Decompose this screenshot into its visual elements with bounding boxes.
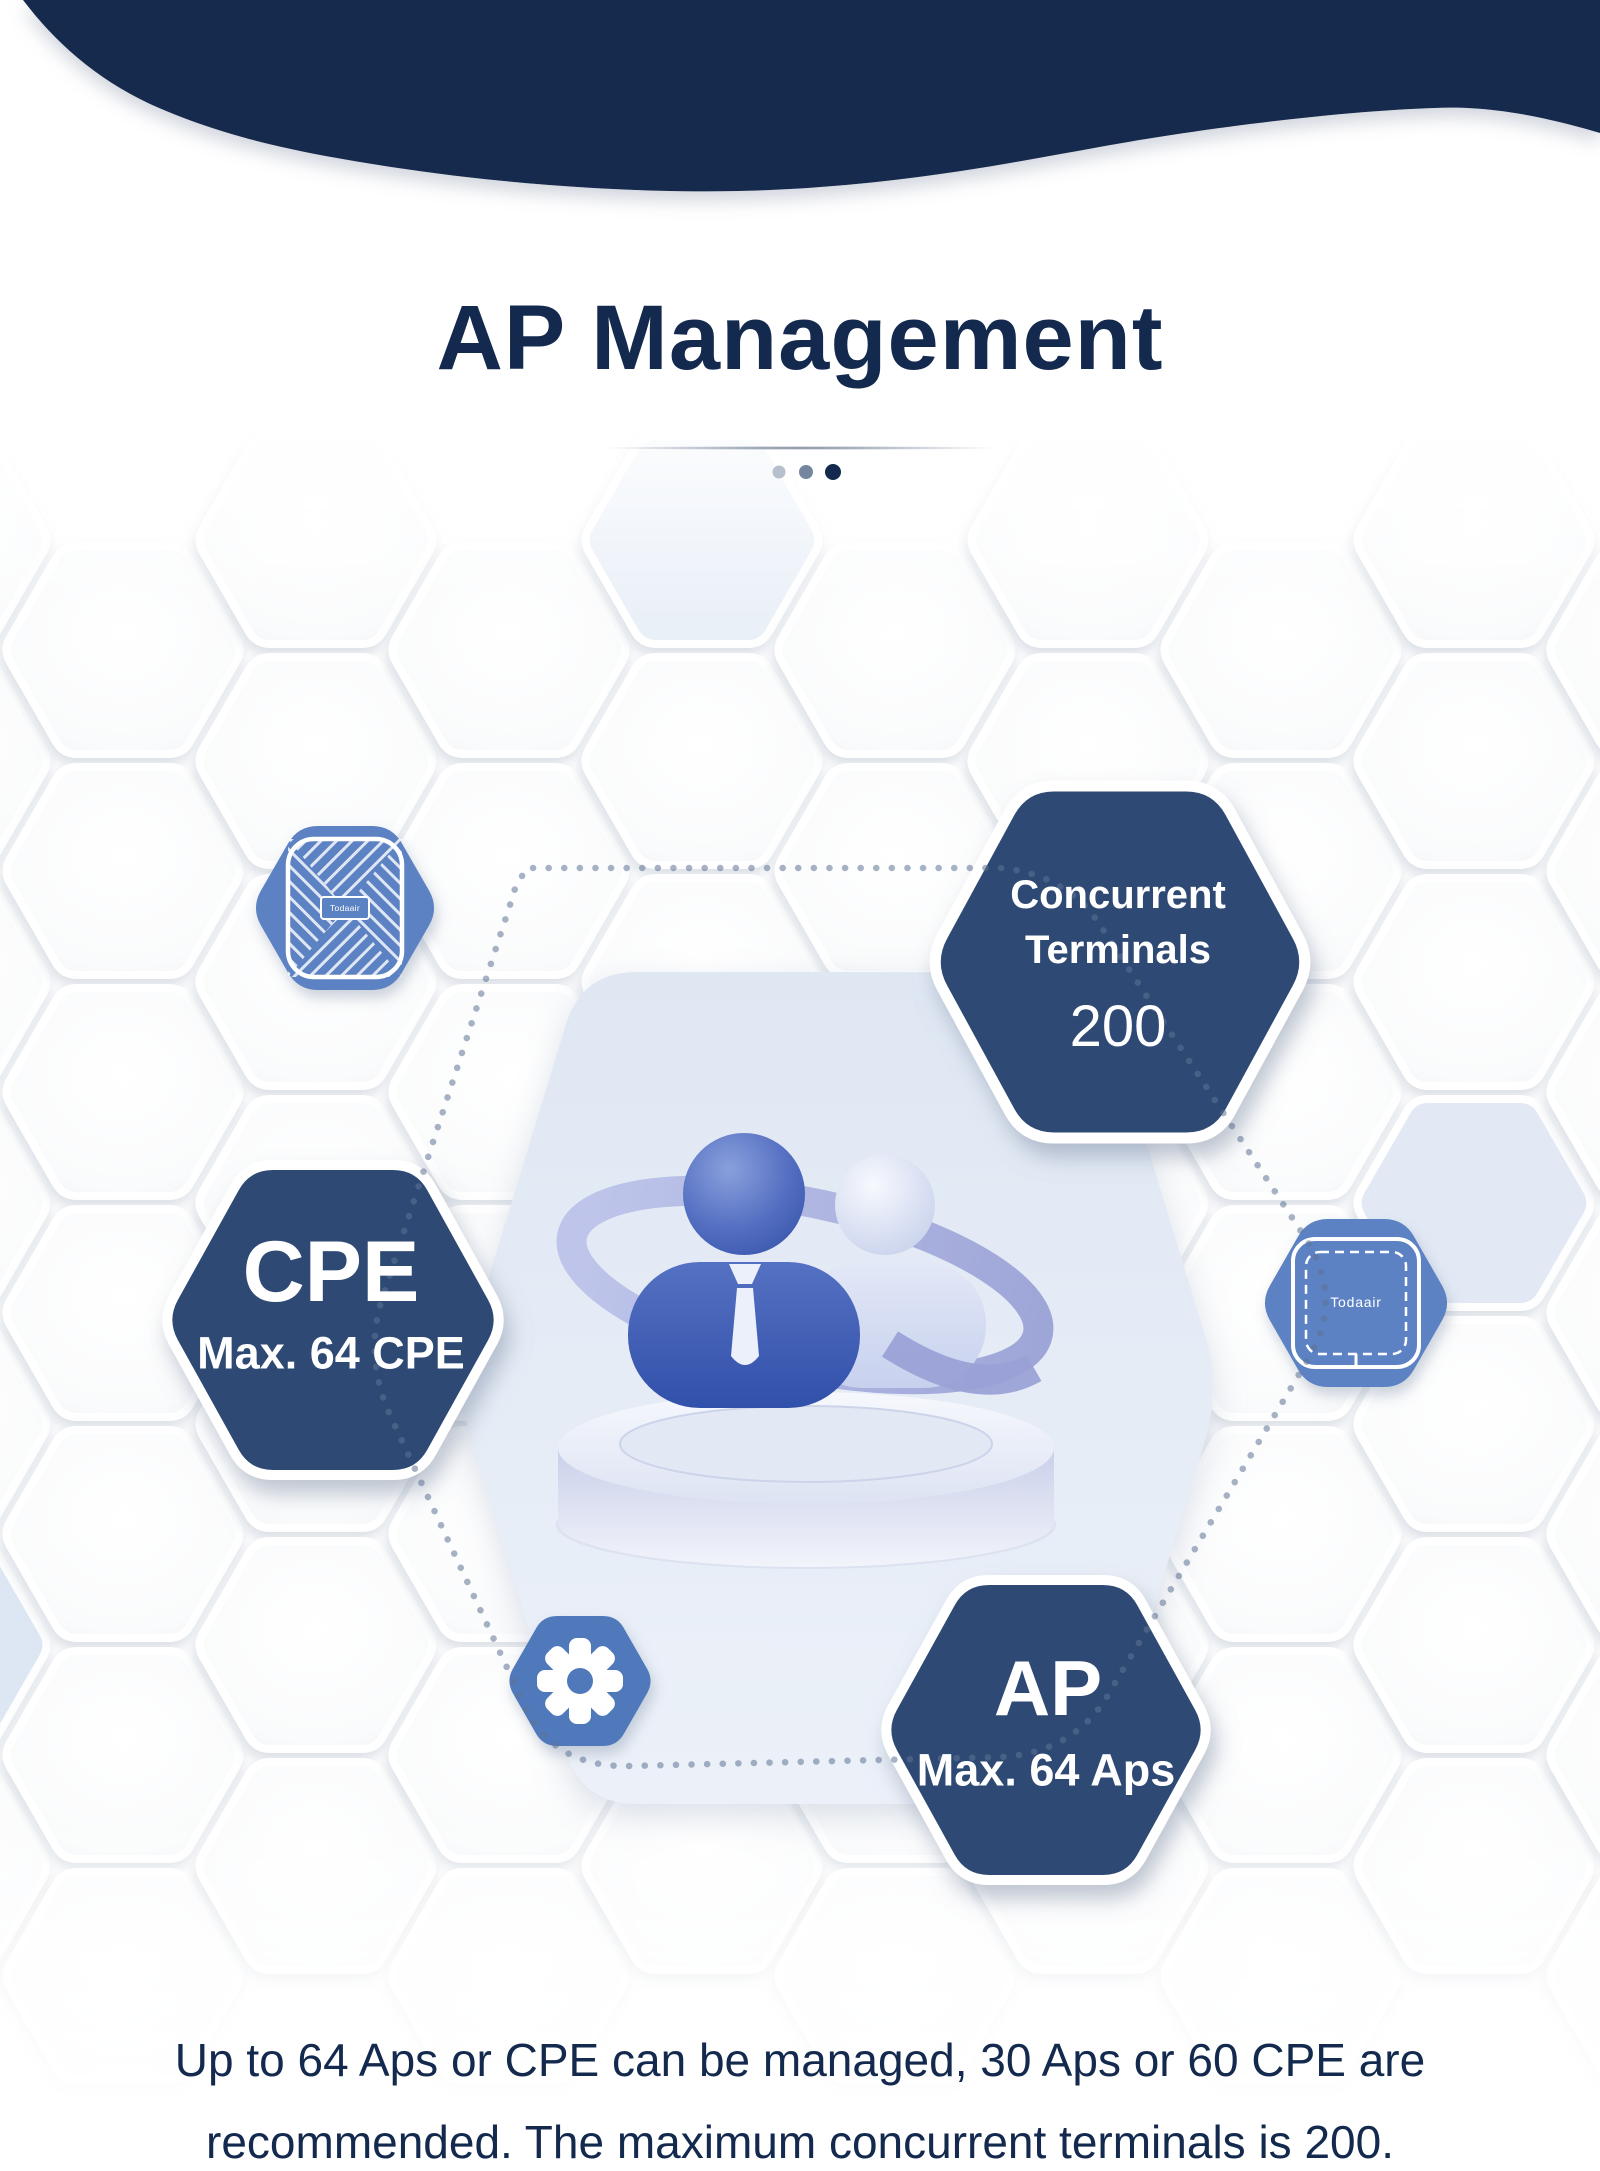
background-hexagon (388, 763, 630, 979)
background-hexagon (1353, 874, 1595, 1090)
background-hexagon (1546, 772, 1600, 970)
gear-icon (537, 1638, 623, 1724)
ap-subtitle: Max. 64 Aps (916, 1744, 1176, 1796)
access-point-device-icon (285, 836, 405, 980)
background-hexagon (2, 984, 244, 1200)
background-hexagon (0, 887, 51, 1077)
dot-icon (825, 464, 841, 480)
background-hexagon (0, 1550, 51, 1740)
background-hexagon (195, 1537, 437, 1753)
concurrent-label-line2: Terminals (1025, 928, 1211, 972)
dot-icon (799, 465, 813, 479)
background-hexagon (0, 1108, 51, 1298)
pattern-fade-top (0, 400, 1600, 620)
background-hexagon (1353, 653, 1595, 869)
podium (556, 1392, 1056, 1569)
concurrent-label-line1: Concurrent (1010, 873, 1226, 917)
header-wave (23, 0, 1600, 192)
todaair-device-label: Todaair (1330, 1294, 1382, 1310)
ap-title: AP (993, 1644, 1103, 1732)
page-title: AP Management (436, 287, 1164, 389)
background-hexagon (581, 653, 823, 869)
concurrent-terminals-hexagon (929, 780, 1311, 1144)
access-point-device-label: Todaair (330, 902, 360, 913)
ap-hexagon (881, 1575, 1211, 1885)
background-hexagon (0, 1329, 51, 1519)
background-hexagon (1160, 1426, 1402, 1642)
todaair-device-icon (1291, 1237, 1421, 1369)
users-illustration (556, 1133, 1056, 1569)
cpe-subtitle: Max. 64 CPE (197, 1327, 465, 1379)
background-hexagon (2, 763, 244, 979)
background-hexagon (1353, 1537, 1595, 1753)
orbit-ribbon-front (881, 1331, 1042, 1395)
background-hexagon (1546, 993, 1600, 1191)
footer-text-line2: recommended. The maximum concurrent term… (206, 2116, 1394, 2168)
cpe-title: CPE (242, 1224, 420, 1320)
footer-text-line1: Up to 64 Aps or CPE can be managed, 30 A… (174, 2034, 1426, 2086)
background-hexagon (2, 1426, 244, 1642)
cpe-hexagon (162, 1160, 504, 1480)
todaair-device-hexagon (1264, 1219, 1448, 1387)
background-hexagon (0, 666, 51, 856)
background-hexagon (1546, 1214, 1600, 1412)
concurrent-value: 200 (1069, 994, 1167, 1059)
dot-icon (772, 465, 786, 479)
background-hexagon (1546, 1435, 1600, 1633)
connection-dotted-path (371, 864, 1329, 1770)
user-figure-blue (628, 1133, 860, 1408)
background-hexagon (1353, 1316, 1595, 1532)
tie (729, 1264, 761, 1365)
title-divider (600, 446, 1000, 450)
pattern-fade-bottom (0, 1800, 1600, 2171)
